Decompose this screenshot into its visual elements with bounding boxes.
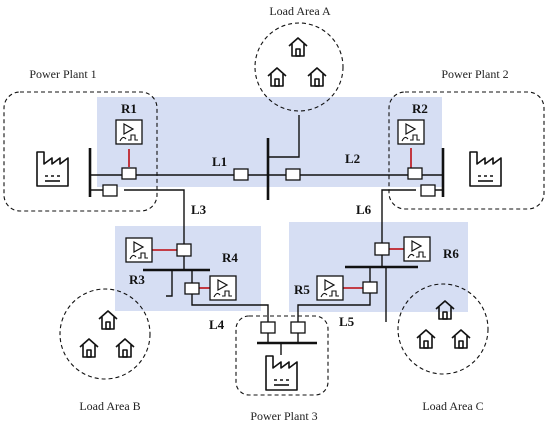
factory-icon-plant-2	[469, 151, 502, 187]
breaker-r1[interactable]	[121, 167, 137, 180]
line-l1-label: L1	[212, 154, 227, 169]
house-icon-a2	[267, 67, 287, 87]
factory-icon-plant-1	[36, 151, 69, 187]
house-icon-a1	[288, 37, 308, 57]
load-area-b-outline	[59, 288, 151, 380]
relay-r1-label: R1	[121, 101, 137, 116]
breaker-plant-3-l5[interactable]	[290, 321, 306, 334]
relay-r2-label: R2	[412, 101, 428, 116]
relay-r4-label: R4	[222, 250, 238, 265]
feeder-load-b	[166, 270, 173, 297]
line-l5	[297, 267, 371, 323]
load-area-b-label: Load Area B	[79, 399, 140, 413]
power-plant-1-label: Power Plant 1	[29, 67, 96, 81]
relay-r6-label: R6	[443, 246, 459, 261]
load-area-a-outline	[254, 22, 344, 112]
relay-r2-icon[interactable]	[397, 119, 425, 145]
house-icon-b2	[79, 338, 99, 358]
power-plant-2-outline	[388, 91, 545, 210]
power-plant-3-label: Power Plant 3	[250, 409, 317, 423]
breaker-plant-2[interactable]	[420, 184, 436, 197]
breaker-r3[interactable]	[176, 243, 192, 257]
relay-r6-icon[interactable]	[403, 236, 431, 262]
house-icon-c2	[416, 329, 436, 349]
house-icon-b3	[115, 338, 135, 358]
house-icon-a3	[307, 67, 327, 87]
factory-icon-plant-3	[265, 355, 298, 391]
house-icon-b1	[98, 310, 118, 330]
house-icon-c3	[451, 329, 471, 349]
power-plant-3-outline	[235, 315, 329, 396]
relay-r5-label: R5	[294, 282, 310, 297]
breaker-l2[interactable]	[285, 168, 301, 181]
load-area-a-label: Load Area A	[269, 4, 331, 18]
power-plant-1-outline	[3, 91, 158, 212]
power-plant-2-label: Power Plant 2	[441, 67, 508, 81]
relay-r5-icon[interactable]	[316, 275, 344, 301]
line-l3-label: L3	[191, 202, 207, 217]
line-l5-label: L5	[339, 314, 355, 329]
breaker-r2[interactable]	[407, 167, 423, 180]
relay-r1-icon[interactable]	[115, 119, 143, 145]
breaker-r4[interactable]	[184, 282, 200, 295]
feeder-load-a	[268, 115, 300, 158]
relay-r3-icon[interactable]	[125, 237, 153, 263]
breaker-plant-1[interactable]	[102, 184, 118, 197]
line-l6-label: L6	[356, 202, 372, 217]
breaker-r6[interactable]	[374, 242, 390, 256]
line-l4-label: L4	[209, 317, 225, 332]
breaker-plant-3-l4[interactable]	[260, 321, 276, 334]
breaker-r5[interactable]	[362, 281, 378, 294]
zone-top	[97, 97, 442, 187]
line-l2-label: L2	[345, 151, 360, 166]
breaker-l1[interactable]	[233, 168, 249, 181]
relay-r3-label: R3	[129, 272, 145, 287]
relay-r4-icon[interactable]	[209, 275, 237, 301]
line-l4	[191, 270, 269, 323]
load-area-c-outline	[397, 283, 489, 375]
load-area-c-label: Load Area C	[422, 399, 483, 413]
